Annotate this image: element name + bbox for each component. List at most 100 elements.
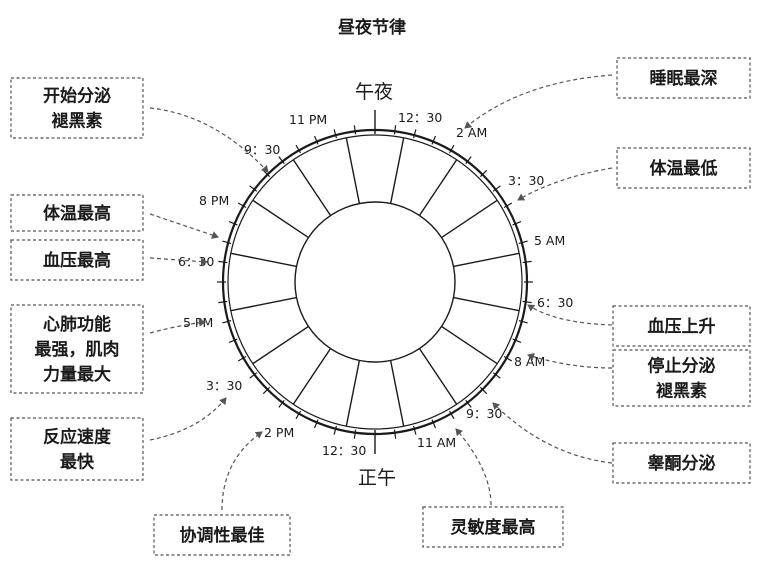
center-circle	[294, 201, 456, 363]
leader-arrow	[455, 428, 492, 506]
leader-arrow	[149, 107, 269, 173]
leader-arrow	[492, 402, 613, 464]
clock-tick	[222, 240, 232, 245]
clock-spoke	[345, 360, 361, 427]
event-box-alertness: 灵敏度最高	[422, 506, 564, 548]
event-box-frame	[422, 506, 564, 548]
event-text: 力量最大	[43, 364, 111, 385]
clock-tick	[278, 399, 285, 408]
clock-tick	[262, 386, 271, 395]
leader-arrow	[149, 257, 208, 266]
clock-tick	[353, 125, 357, 135]
clock-tick	[295, 410, 302, 420]
event-box-lowest-temp: 体温最低	[616, 147, 751, 189]
clock-tick	[228, 338, 238, 344]
event-text: 灵敏度最高	[451, 517, 536, 538]
event-text: 体温最低	[650, 158, 718, 179]
clock-spoke	[252, 325, 309, 365]
clock-tick	[448, 144, 455, 154]
clock-tick	[278, 156, 285, 165]
clock-tick	[295, 144, 302, 154]
event-box-deepest-sleep: 睡眠最深	[616, 57, 751, 99]
event-text: 褪黑素	[52, 111, 103, 132]
inner-ring-double	[227, 134, 523, 430]
clock-tick	[412, 129, 417, 139]
event-text: 协调性最佳	[180, 525, 265, 546]
event-text: 最强，肌肉	[35, 339, 120, 360]
event-box-frame	[616, 57, 751, 99]
event-box-frame	[612, 349, 751, 407]
clock-tick	[431, 419, 437, 429]
clock-tick	[522, 260, 532, 264]
event-text: 反应速度	[43, 427, 112, 448]
clock-tick	[249, 185, 258, 192]
event-box-frame	[10, 77, 144, 139]
event-box-frame	[612, 305, 751, 347]
midnight-label: 午夜	[355, 81, 393, 103]
clock-spoke	[230, 296, 297, 312]
event-text: 褪黑素	[656, 381, 707, 402]
clock-tick	[313, 135, 319, 145]
event-text: 血压上升	[648, 316, 716, 337]
time-label-2am: 2 AM	[456, 125, 487, 140]
time-label-1230am: 12：30	[398, 110, 442, 125]
time-label-11pm: 11 PM	[289, 112, 327, 127]
noon-label: 正午	[358, 467, 396, 489]
time-label-330pm: 3：30	[206, 378, 242, 393]
clock-tick	[333, 425, 338, 435]
clock-tick	[518, 240, 528, 245]
clock-tick	[412, 425, 417, 435]
event-text: 停止分泌	[648, 356, 716, 377]
time-label-8am: 8 AM	[514, 354, 545, 369]
time-label-1230pm: 12：30	[322, 443, 366, 458]
event-box-frame	[10, 239, 144, 281]
event-text: 血压最高	[43, 250, 111, 271]
clock-spoke	[453, 252, 520, 268]
clock-tick	[512, 338, 522, 344]
time-label-8pm: 8 PM	[199, 193, 229, 208]
event-box-frame	[10, 304, 144, 394]
clock-spoke	[441, 199, 498, 239]
clock-tick	[518, 319, 528, 324]
clock-tick	[503, 202, 513, 209]
clock-tick	[512, 220, 522, 226]
clock-tick	[249, 372, 258, 379]
clock-dial	[217, 125, 533, 439]
leader-arrow	[149, 213, 219, 239]
event-box-frame	[153, 514, 291, 556]
event-box-frame	[10, 194, 144, 232]
leader-arrow	[527, 304, 613, 326]
time-label-330am: 3：30	[508, 173, 544, 188]
clock-tick	[465, 399, 472, 408]
time-label-930pm: 9：30	[244, 142, 280, 157]
clock-tick	[222, 319, 232, 324]
clock-tick	[228, 220, 238, 226]
clock-tick	[431, 135, 437, 145]
time-label-630pm: 6：30	[178, 254, 214, 269]
leader-arrow	[149, 397, 227, 441]
event-text: 体温最高	[43, 203, 111, 224]
event-box-highest-temp: 体温最高	[10, 194, 144, 232]
time-label-2pm: 2 PM	[264, 425, 294, 440]
clock-spoke	[389, 360, 405, 427]
clock-spoke	[418, 348, 458, 405]
clock-spoke	[292, 348, 332, 405]
event-box-coordination: 协调性最佳	[153, 514, 291, 556]
clock-spoke	[389, 137, 405, 204]
clock-spoke	[418, 159, 458, 216]
clock-spoke	[441, 325, 498, 365]
clock-tick	[479, 386, 488, 395]
time-label-5pm: 5 PM	[183, 315, 213, 330]
leader-arrow	[221, 431, 263, 511]
clock-tick	[503, 355, 513, 362]
event-text: 开始分泌	[43, 86, 111, 107]
time-label-630am: 6：30	[537, 295, 573, 310]
clock-tick	[492, 372, 501, 379]
time-label-930am: 9：30	[466, 406, 502, 421]
time-label-5am: 5 AM	[534, 233, 565, 248]
leader-arrow	[464, 74, 613, 129]
